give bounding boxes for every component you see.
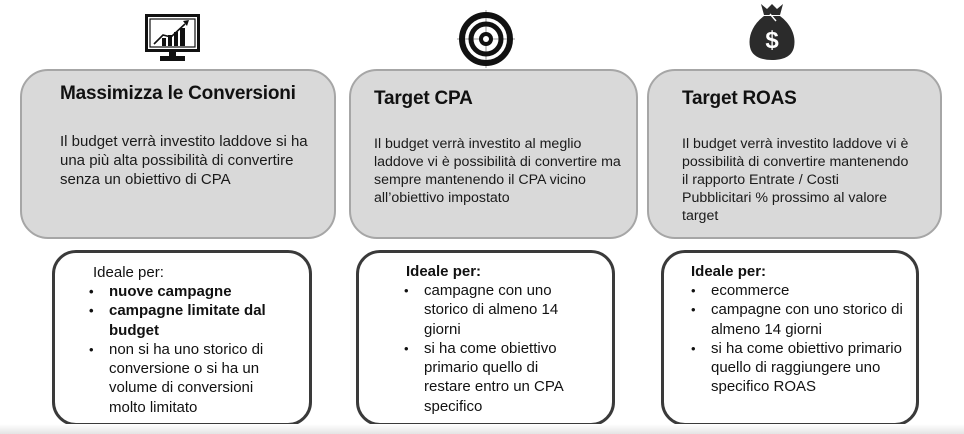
- ideal-for-list: nuove campagne campagne limitate dal bud…: [89, 282, 289, 417]
- list-item: si ha come obiettivo primario quello di …: [691, 339, 906, 397]
- list-item: nuove campagne: [89, 282, 289, 302]
- ideal-for-list: ecommerce campagne con uno storico di al…: [691, 281, 906, 397]
- strategy-title: Target ROAS: [682, 88, 797, 109]
- money-bag-icon: $: [749, 4, 795, 60]
- target-icon: [457, 10, 515, 68]
- strategy-description: Il budget verrà investito laddove si ha …: [60, 133, 308, 188]
- list-item: campagne con uno storico di almeno 14 gi…: [404, 281, 574, 339]
- list-item: campagne con uno storico di almeno 14 gi…: [691, 300, 906, 339]
- list-item: non si ha uno storico di conversione o s…: [89, 340, 289, 417]
- strategy-card-target-roas: Target ROAS Il budget verrà investito la…: [647, 69, 942, 239]
- strategy-card-target-cpa: Target CPA Il budget verrà investito al …: [349, 69, 638, 239]
- ideal-for-list: campagne con uno storico di almeno 14 gi…: [404, 281, 574, 416]
- ideal-for-heading: Ideale per:: [691, 263, 767, 280]
- strategy-title: Massimizza le Conversioni: [60, 83, 296, 104]
- svg-text:$: $: [765, 27, 779, 54]
- ideal-for-card-target-roas: Ideale per: ecommerce campagne con uno s…: [661, 250, 919, 426]
- list-item: ecommerce: [691, 281, 906, 301]
- strategy-title: Target CPA: [374, 88, 473, 109]
- list-item: campagne limitate dal budget: [89, 301, 289, 340]
- ideal-for-card-maximize-conversions: Ideale per: nuove campagne campagne limi…: [52, 250, 312, 426]
- strategy-description: Il budget verrà investito al meglio ladd…: [374, 136, 621, 206]
- ideal-for-heading: Ideale per:: [406, 263, 482, 280]
- ideal-for-heading: Ideale per:: [93, 264, 164, 281]
- list-item: si ha come obiettivo primario quello di …: [404, 339, 574, 416]
- strategy-card-maximize-conversions: Massimizza le Conversioni Il budget verr…: [20, 69, 336, 239]
- monitor-chart-icon: [145, 14, 200, 61]
- bottom-shadow-divider: [0, 424, 964, 434]
- ideal-for-card-target-cpa: Ideale per: campagne con uno storico di …: [356, 250, 615, 426]
- strategy-description: Il budget verrà investito laddove vi è p…: [682, 136, 909, 224]
